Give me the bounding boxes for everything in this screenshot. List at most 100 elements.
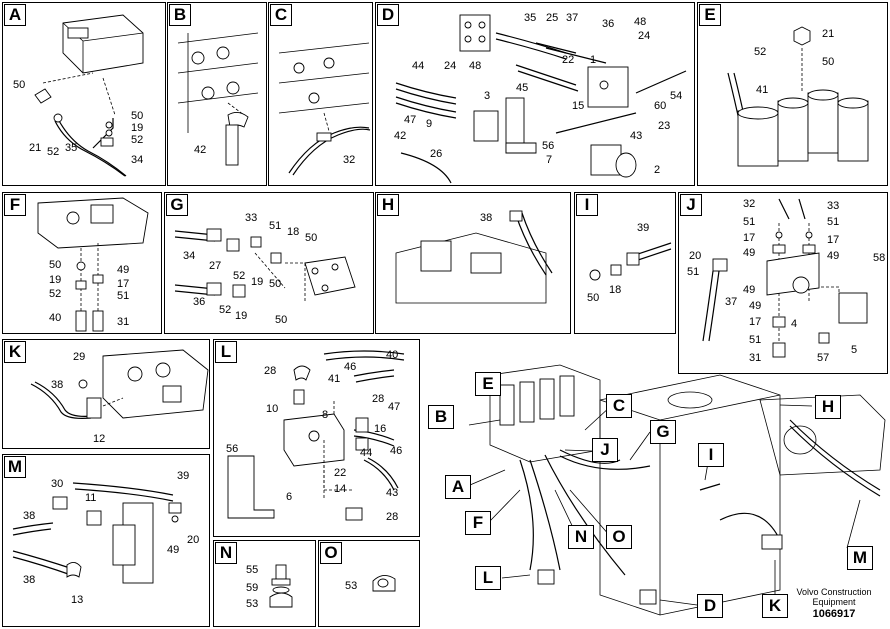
callout: 51 bbox=[117, 290, 130, 302]
callout: 40 bbox=[49, 312, 62, 324]
callout: 50 bbox=[13, 79, 26, 91]
panel-i: I 39 50 18 bbox=[574, 192, 676, 334]
callout: 38 bbox=[23, 574, 36, 586]
callout: 41 bbox=[328, 373, 341, 385]
callout: 30 bbox=[51, 478, 64, 490]
overview-label: M bbox=[847, 546, 873, 570]
panel-h: H 38 bbox=[375, 192, 571, 334]
callout: 52 bbox=[47, 146, 60, 158]
panel-i-drawing bbox=[589, 242, 672, 281]
brand-label: Volvo Construction Equipment bbox=[796, 587, 872, 608]
callout: 37 bbox=[725, 296, 738, 308]
callout: 49 bbox=[167, 544, 180, 556]
callout: 53 bbox=[345, 580, 358, 592]
panel-b: B 42 bbox=[167, 2, 267, 186]
callout: 51 bbox=[749, 334, 762, 346]
panel-b-drawing bbox=[177, 32, 259, 166]
callout: 9 bbox=[426, 118, 433, 130]
callout: 33 bbox=[827, 200, 840, 212]
panel-m-drawing bbox=[12, 482, 182, 584]
callout: 32 bbox=[343, 154, 356, 166]
overview-label: L bbox=[475, 566, 501, 590]
callout: 50 bbox=[131, 110, 144, 122]
callout: 49 bbox=[743, 247, 756, 259]
callout: 52 bbox=[219, 304, 232, 316]
panel-a: A 50 50 19 52 21 52 35 34 bbox=[2, 2, 166, 186]
callout: 52 bbox=[754, 46, 767, 58]
callout: 1 bbox=[590, 54, 597, 66]
callout: 24 bbox=[638, 30, 651, 42]
panel-e: E 21 52 50 41 bbox=[697, 2, 888, 186]
callout: 49 bbox=[117, 264, 130, 276]
callout: 23 bbox=[658, 120, 671, 132]
callout: 46 bbox=[390, 445, 403, 457]
callout: 60 bbox=[654, 100, 667, 112]
callout: 7 bbox=[546, 154, 553, 166]
panel-m: M 30 11 39 38 20 49 38 13 bbox=[2, 454, 210, 627]
callout: 25 bbox=[546, 12, 559, 24]
callout: 19 bbox=[131, 122, 144, 134]
panel-c-label: C bbox=[270, 4, 292, 26]
callout: 47 bbox=[388, 401, 401, 413]
callout: 38 bbox=[51, 379, 64, 391]
panel-i-label: I bbox=[576, 194, 598, 216]
callout: 38 bbox=[23, 510, 36, 522]
panel-n-drawing bbox=[269, 564, 293, 608]
overview-label: G bbox=[650, 420, 676, 444]
callout: 52 bbox=[233, 270, 246, 282]
callout: 4 bbox=[791, 318, 798, 330]
callout: 50 bbox=[275, 314, 288, 326]
callout: 34 bbox=[183, 250, 196, 262]
callout: 14 bbox=[334, 483, 347, 495]
callout: 56 bbox=[542, 140, 555, 152]
callout: 28 bbox=[372, 393, 385, 405]
callout: 31 bbox=[117, 316, 130, 328]
callout: 36 bbox=[602, 18, 615, 30]
callout: 37 bbox=[566, 12, 579, 24]
callout: 50 bbox=[269, 278, 282, 290]
callout: 49 bbox=[827, 250, 840, 262]
callout: 40 bbox=[386, 349, 399, 361]
panel-o-drawing bbox=[372, 575, 396, 592]
callout: 58 bbox=[873, 252, 886, 264]
callout: 5 bbox=[851, 344, 858, 356]
overview-label: C bbox=[606, 394, 632, 418]
panel-j-label: J bbox=[680, 194, 702, 216]
callout: 43 bbox=[386, 487, 399, 499]
panel-h-drawing bbox=[395, 210, 553, 304]
panel-g: G 33 51 18 50 34 27 52 19 50 36 52 19 50 bbox=[164, 192, 374, 334]
drawing-number: 1066917 bbox=[812, 607, 856, 620]
callout: 17 bbox=[749, 316, 762, 328]
panel-n: N 55 59 53 bbox=[213, 540, 316, 627]
panel-e-label: E bbox=[699, 4, 721, 26]
callout: 51 bbox=[269, 220, 282, 232]
panel-c-drawing bbox=[278, 42, 371, 176]
callout: 59 bbox=[246, 582, 259, 594]
overview-label: O bbox=[606, 525, 632, 549]
callout: 28 bbox=[264, 365, 277, 377]
overview-label: J bbox=[592, 438, 618, 462]
callout: 34 bbox=[131, 154, 144, 166]
callout: 13 bbox=[71, 594, 84, 606]
panel-e-drawing bbox=[727, 26, 869, 167]
callout: 24 bbox=[444, 60, 457, 72]
callout: 48 bbox=[469, 60, 482, 72]
callout: 8 bbox=[322, 409, 329, 421]
callout: 15 bbox=[572, 100, 585, 112]
panel-g-label: G bbox=[166, 194, 188, 216]
callout: 42 bbox=[394, 130, 407, 142]
panel-g-drawing bbox=[174, 228, 356, 303]
callout: 20 bbox=[187, 534, 200, 546]
panel-o-label: O bbox=[320, 542, 342, 564]
callout: 44 bbox=[360, 447, 373, 459]
overview-label: I bbox=[698, 443, 724, 467]
callout: 39 bbox=[637, 222, 650, 234]
overview-label: A bbox=[445, 475, 471, 499]
callout: 3 bbox=[484, 90, 491, 102]
callout: 31 bbox=[749, 352, 762, 364]
callout: 29 bbox=[73, 351, 86, 363]
overview-label: K bbox=[762, 594, 788, 618]
panel-o: O 53 bbox=[318, 540, 420, 627]
panel-d-label: D bbox=[377, 4, 399, 26]
callout: 50 bbox=[49, 259, 62, 271]
